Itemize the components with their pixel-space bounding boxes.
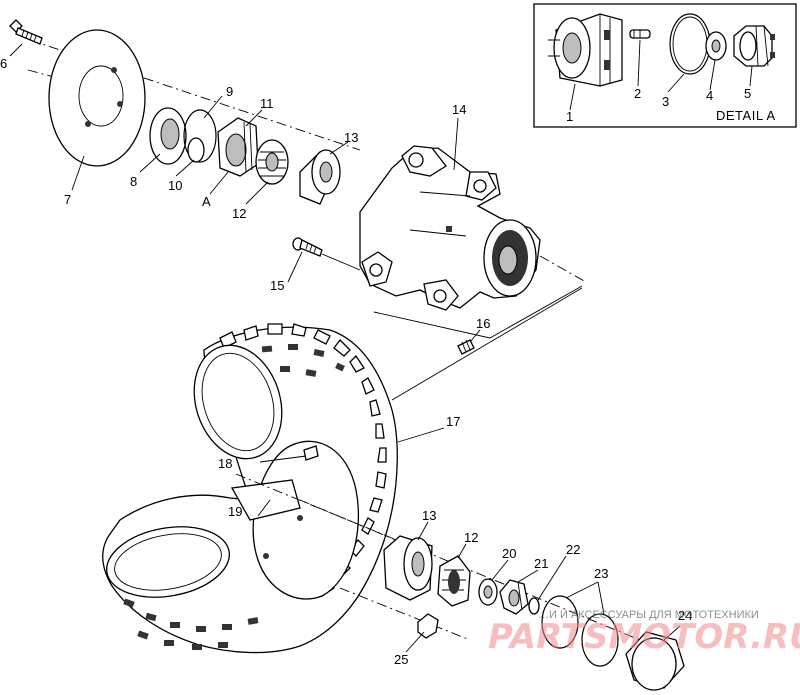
watermark: …И И АКСЕССУАРЫ ДЛЯ МОТОТЕХНИКИ PARTSMOT… — [488, 609, 800, 657]
callout-20: 20 — [502, 546, 516, 561]
callout-23: 23 — [594, 566, 608, 581]
callout-6: 6 — [0, 56, 7, 71]
upper-axis — [29, 39, 361, 151]
lower-axis-3 — [339, 587, 471, 641]
callout-14: 14 — [452, 102, 466, 117]
o-rings-23 — [541, 595, 619, 667]
detail-callout-2: 2 — [634, 86, 641, 101]
callout-15: 15 — [270, 278, 284, 293]
callout-18: 18 — [218, 456, 232, 471]
leader-lines — [9, 43, 681, 653]
detail-a-inset: 1 2 3 4 5 DETAIL A — [533, 3, 797, 128]
callout-17: 17 — [446, 414, 460, 429]
nut-21 — [499, 579, 529, 615]
detail-leader-4 — [709, 59, 716, 91]
hub-axis-right — [539, 255, 587, 283]
race-13-upper — [299, 149, 341, 205]
stud-16 — [457, 339, 475, 355]
callout-12-upper: 12 — [232, 206, 246, 221]
callout-13-upper: 13 — [344, 130, 358, 145]
callout-12-lower: 12 — [464, 530, 478, 545]
detail-leader-3 — [667, 73, 685, 93]
brake-disc-7 — [48, 29, 146, 167]
lower-axis-upper — [391, 287, 583, 401]
watermark-tagline: …И И АКСЕССУАРЫ ДЛЯ МОТОТЕХНИКИ — [538, 609, 759, 621]
detail-callout-5: 5 — [744, 86, 751, 101]
detail-part-5-nut — [733, 25, 775, 67]
callout-8: 8 — [130, 174, 137, 189]
callout-21: 21 — [534, 556, 548, 571]
detail-part-1-hub — [548, 13, 623, 87]
detail-callout-1: 1 — [566, 109, 573, 124]
spacer-10 — [187, 137, 205, 163]
seal-8 — [149, 107, 187, 165]
detail-part-4-washer — [705, 31, 727, 61]
bearing-12-upper — [255, 139, 289, 185]
bolt-6 — [9, 19, 43, 45]
detail-callout-4: 4 — [706, 88, 713, 103]
detail-leader-2 — [637, 39, 641, 87]
bearing-12-lower — [437, 555, 471, 607]
detail-leader-1 — [569, 83, 576, 111]
wheel-hub-14 — [359, 145, 541, 311]
bolt-15 — [292, 237, 323, 257]
detail-part-2-pin — [629, 29, 651, 39]
hub-bolt-axis — [321, 253, 361, 271]
detail-callout-3: 3 — [662, 94, 669, 109]
valve-stem-18 — [303, 445, 319, 461]
detail-leader-5 — [749, 65, 753, 87]
callout-19: 19 — [228, 504, 242, 519]
watermark-logo: PARTSMOTOR.RU — [488, 617, 800, 657]
callout-10: 10 — [168, 178, 182, 193]
washer-22 — [528, 597, 540, 615]
lower-axis — [235, 473, 641, 641]
ring-9 — [183, 109, 217, 163]
cap-24 — [625, 631, 685, 691]
hub-stud-axis — [373, 285, 583, 339]
callout-25: 25 — [394, 652, 408, 667]
drive-hub-11 — [217, 117, 259, 177]
callout-22: 22 — [566, 542, 580, 557]
callout-13-lower: 13 — [422, 508, 436, 523]
callout-24: 24 — [678, 608, 692, 623]
callout-labels: 6 7 8 9 10 11 A 12 13 14 15 16 17 18 19 … — [0, 56, 692, 667]
tire-17 — [102, 323, 398, 654]
callout-a: A — [202, 194, 211, 209]
race-13-lower — [383, 535, 433, 601]
washer-20 — [478, 578, 498, 606]
callout-11: 11 — [260, 96, 274, 111]
stud-25 — [417, 613, 439, 639]
callout-7: 7 — [64, 192, 71, 207]
detail-a-title: DETAIL A — [716, 108, 776, 123]
callout-9: 9 — [226, 84, 233, 99]
callout-16: 16 — [476, 316, 490, 331]
